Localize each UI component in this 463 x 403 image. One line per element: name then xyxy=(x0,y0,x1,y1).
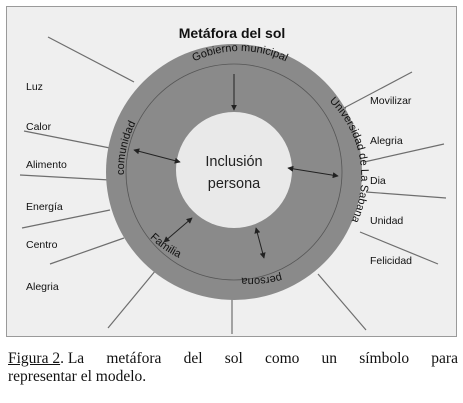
ray-label-right: Felicidad xyxy=(370,255,412,267)
ray-label-left: Alegria xyxy=(26,281,59,293)
ray-line xyxy=(21,209,111,229)
ray-label-right: Movilizar xyxy=(370,95,412,107)
ray-label-left: Centro xyxy=(26,239,58,251)
ray-line xyxy=(49,237,125,265)
arrow-left xyxy=(133,148,181,164)
caption-word: símbolo xyxy=(359,350,410,367)
ray-label-right: Dia xyxy=(370,175,386,187)
ray-line xyxy=(359,231,439,265)
right-ray-labels: Movilizar Alegria Dia Unidad Felicidad xyxy=(370,95,412,267)
arrow-right xyxy=(287,165,339,179)
caption-line-1: Figura 2. La metáfora del sol como un sí… xyxy=(8,350,458,368)
ray-line xyxy=(23,130,111,149)
caption-word: del xyxy=(183,350,203,367)
ray-line xyxy=(107,269,157,329)
ray-label-left: Alimento xyxy=(26,159,67,171)
inner-circle xyxy=(176,112,292,228)
caption-word: metáfora xyxy=(106,350,162,367)
connection-arrows xyxy=(133,74,339,259)
figure-label: Figura 2 xyxy=(8,350,61,367)
ray-label-left: Luz xyxy=(26,81,43,93)
ray-label-right: Alegria xyxy=(370,135,403,147)
diagram-title: Metáfora del sol xyxy=(179,25,286,41)
arrow-bottom xyxy=(254,227,266,259)
caption-word: un xyxy=(321,350,338,367)
left-ray-labels: Luz Calor Alimento Energía Centro Alegri… xyxy=(26,81,67,293)
ring-guide xyxy=(125,63,343,281)
ray-line xyxy=(343,71,413,109)
ray-label-left: Calor xyxy=(26,121,52,133)
caption-line-2: representar el modelo. xyxy=(8,368,147,385)
sun-metaphor-diagram: Metáfora del sol Inclusión persona Gobie… xyxy=(19,25,447,334)
caption-word: Figura 2. La xyxy=(8,350,84,368)
ray-line xyxy=(317,273,367,331)
figure-caption: Figura 2. La metáfora del sol como un sí… xyxy=(8,350,458,386)
caption-word: para xyxy=(431,350,458,367)
ray-line xyxy=(363,143,445,163)
ray-label-left: Energía xyxy=(26,201,63,213)
ray-line xyxy=(19,174,111,181)
caption-word: sol xyxy=(224,350,243,367)
ray-line xyxy=(365,191,447,199)
ray-label-right: Unidad xyxy=(370,215,403,227)
caption-word: como xyxy=(264,350,300,367)
caption-word: . La xyxy=(60,350,85,367)
arrow-bottom-left xyxy=(163,217,193,243)
sun-rays xyxy=(19,36,447,334)
center-label-line2: persona xyxy=(208,176,261,192)
center-label-line1: Inclusión xyxy=(205,154,262,170)
ray-line xyxy=(47,36,135,83)
